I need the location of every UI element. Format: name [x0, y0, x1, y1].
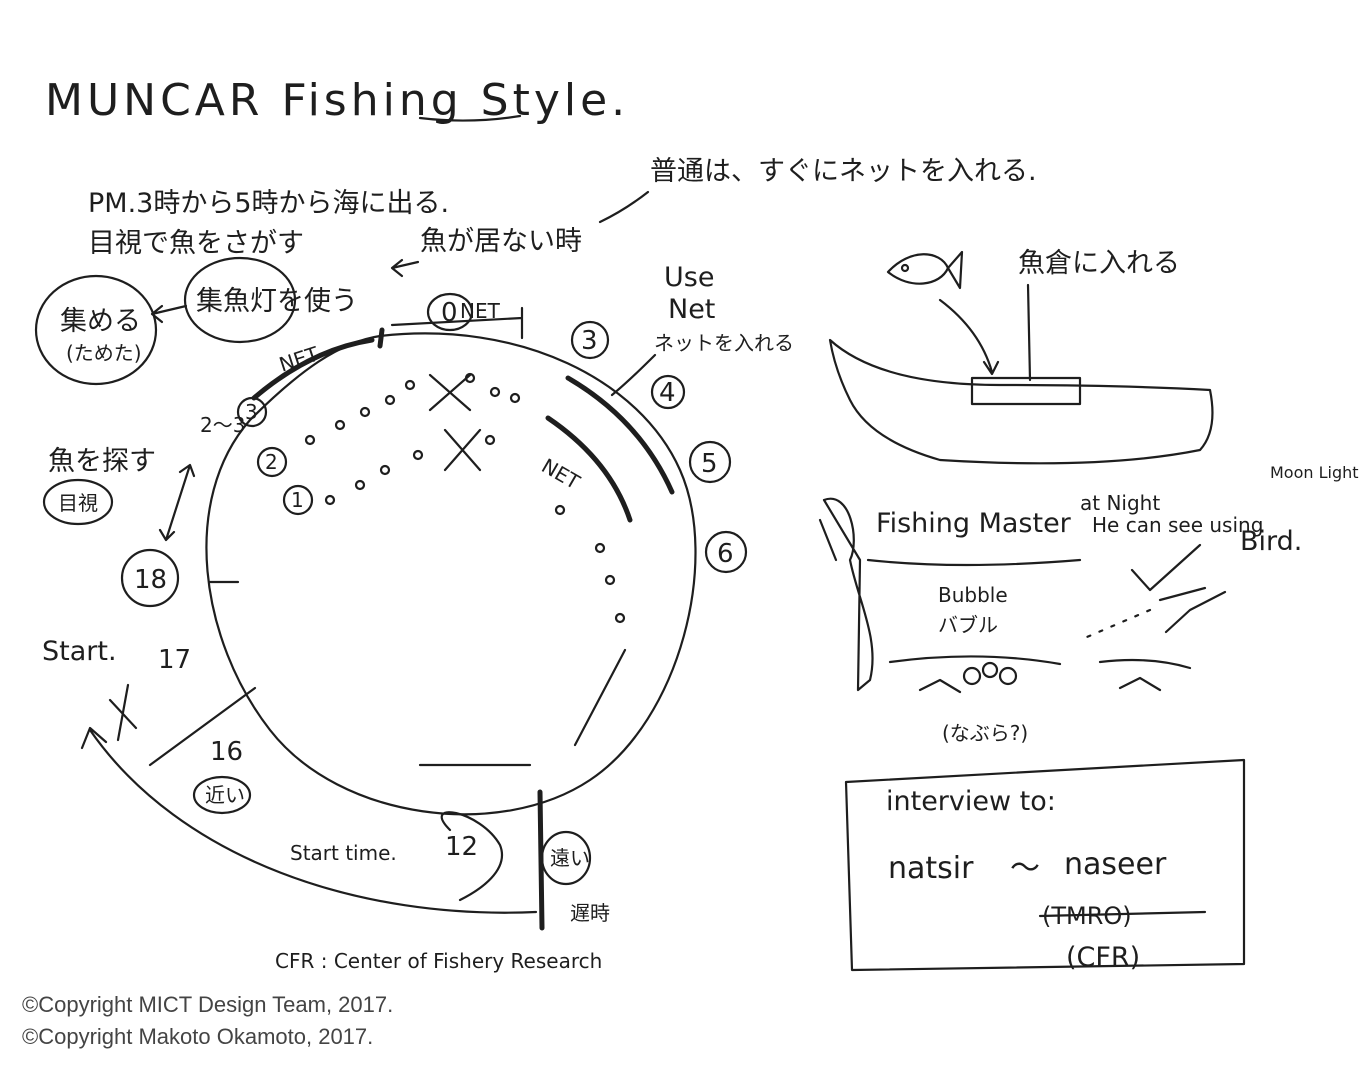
interview-tilde: 〜 [1010, 851, 1040, 886]
pos-18-circle [120, 548, 180, 608]
pos-1-circle [282, 484, 314, 516]
pos-3: 3 [581, 326, 598, 356]
note-cfr: CFR : Center of Fishery Research [275, 949, 602, 973]
lamp-circle [183, 256, 297, 344]
note-fish-absent: 魚が居ない時 [420, 226, 582, 257]
net-0-label: NET [460, 299, 501, 323]
net-1-label: NET [276, 341, 322, 376]
bird-dotted-line [1078, 608, 1152, 642]
note-normal: 普通は、すぐにネットを入れる. [650, 156, 1037, 187]
note-far: 遠い [550, 846, 590, 870]
note-start-time: Start time. [290, 841, 397, 865]
net-3-line [565, 375, 675, 495]
pos-2: 2 [265, 450, 278, 474]
interview-name2: naseer [1064, 847, 1167, 882]
pos-4-circle [650, 374, 686, 410]
pos-6-circle [704, 530, 748, 574]
net-0-line [390, 306, 524, 340]
start-marker [108, 683, 138, 742]
fishing-master-figure [818, 497, 874, 692]
note-departure: PM.3時から5時から海に出る. [88, 188, 449, 219]
boat-dots [304, 372, 626, 624]
pos-16: 16 [210, 737, 243, 767]
note-fishing-master: Fishing Master [876, 508, 1072, 539]
bubble-1 [962, 666, 982, 686]
pos-12: 12 [445, 832, 478, 862]
note-visual: 目視 [58, 491, 98, 515]
fishing-ground-circle [205, 332, 697, 816]
note-search-fish: 魚を探す [48, 446, 156, 477]
bubble-2 [981, 661, 999, 679]
pos-18: 18 [134, 565, 167, 595]
fish-absent-arrow [390, 258, 420, 278]
note-search-visual: 目視で魚をさがす [88, 228, 304, 259]
pos-4: 4 [659, 378, 676, 408]
visual-circle [42, 478, 114, 526]
search-arrow [158, 463, 196, 542]
bird-icon [1130, 543, 1227, 634]
title-underline [418, 114, 522, 122]
copyright-line-2: ©Copyright Makoto Okamoto, 2017. [22, 1024, 374, 1049]
note-to-hold: 魚倉に入れる [1018, 248, 1180, 279]
pos-17: 17 [158, 645, 191, 675]
pos-3-circle [570, 320, 610, 360]
pos-2-circle [256, 446, 288, 478]
pos-6: 6 [717, 539, 734, 569]
note-far-time: 遅時 [570, 901, 610, 925]
note-two-three: 2〜3 [200, 413, 245, 437]
bubble-3 [998, 666, 1018, 686]
note-start: Start. [42, 636, 117, 667]
net-1-line [251, 337, 375, 401]
near-circle [192, 775, 252, 815]
note-at-night: at Night [1080, 491, 1160, 515]
pos-12-circle [440, 811, 503, 902]
gather-circle [34, 274, 158, 386]
note-bubble-jp: バブル [938, 613, 998, 637]
fish-icon [886, 250, 964, 290]
normal-connector [598, 190, 650, 224]
net-2-line [545, 415, 633, 523]
strike-line [1038, 910, 1207, 918]
fish-hold [970, 376, 1082, 406]
copyright-line-1: ©Copyright MICT Design Team, 2017. [22, 992, 394, 1017]
hold-arrows [938, 283, 1032, 382]
note-bubble-q: (なぶら?) [942, 721, 1028, 745]
far-circle [540, 830, 592, 886]
sketch-title: MUNCAR Fishing Style. [45, 75, 629, 126]
net-lower-lines [148, 648, 627, 767]
note-bubble: Bubble [938, 583, 1008, 607]
net-0-start [377, 327, 385, 349]
pos-0-circle [426, 292, 474, 332]
interview-name1: natsir [888, 851, 974, 886]
note-net: Net [668, 294, 715, 325]
note-he-can-see: He can see using [1092, 513, 1263, 537]
note-gather-sub: (ためた) [66, 341, 142, 365]
lamp-arrow [150, 304, 188, 324]
pos-3b-circle [236, 396, 268, 428]
cross-marks [428, 373, 482, 472]
note-use: Use [664, 262, 714, 293]
pos-0: 0 [441, 298, 458, 328]
note-lamp: 集魚灯を使う [196, 286, 358, 317]
pos-5: 5 [701, 449, 718, 479]
note-moon-light: Moon Light. [1270, 463, 1360, 482]
sight-line [866, 558, 1082, 567]
pos-5-circle [688, 440, 732, 484]
pos-1: 1 [291, 488, 304, 512]
interview-label: interview to: [886, 786, 1056, 817]
sea-surface [888, 655, 1192, 694]
fish-eye [900, 263, 910, 273]
use-net-connector [610, 353, 657, 397]
pos-3b: 3 [245, 400, 258, 424]
note-bird: Bird. [1240, 526, 1302, 557]
interview-org: (CFR) [1066, 942, 1140, 973]
note-gather: 集める [60, 306, 141, 337]
note-near: 近い [205, 783, 245, 807]
net-2-label: NET [538, 454, 585, 495]
boat-hull [828, 338, 1214, 465]
interview-box [844, 758, 1246, 972]
return-arrow [80, 726, 538, 914]
note-put-net: ネットを入れる [654, 331, 794, 355]
